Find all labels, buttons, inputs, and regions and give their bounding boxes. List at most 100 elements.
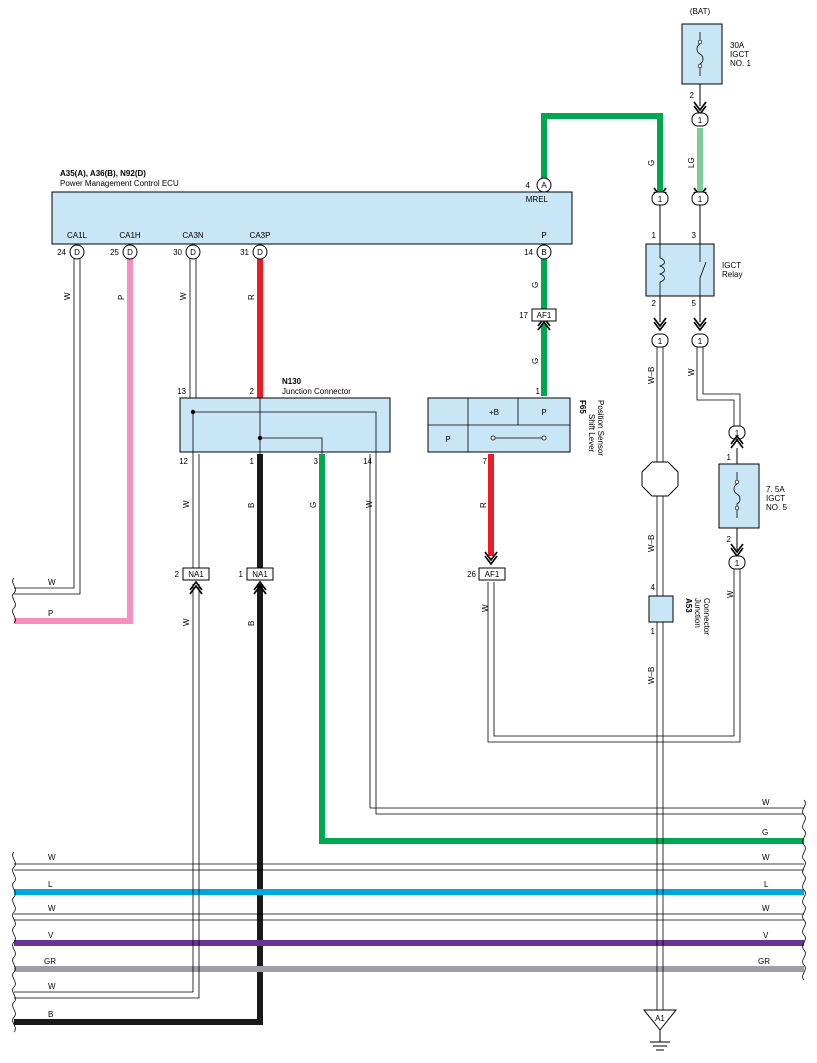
splice-octagon: [641, 461, 679, 497]
ground-label: A1: [655, 1014, 665, 1023]
n130-pin-2: 2: [250, 387, 255, 396]
wire-label: V: [48, 931, 54, 940]
wb-line-components: 4 1 A53 Junction Connector A1: [641, 461, 711, 1051]
a53-name2: Connector: [702, 598, 711, 635]
f65-component: +B P P 1 7 F65 Shift Lever Position Sens…: [427, 387, 605, 466]
wire-label: W: [726, 590, 735, 598]
wire-label: GR: [758, 957, 770, 966]
wire-label: W–B: [647, 367, 656, 384]
na1-right-connector: [246, 567, 274, 581]
bat-fuse-component: (BAT) 30A IGCT NO. 1 2 1: [681, 7, 751, 127]
f65-id: F65: [578, 400, 587, 414]
wire-label: W: [762, 904, 770, 913]
ecu-pin-label-p: P: [541, 231, 546, 240]
n130-box: [179, 397, 391, 453]
wire-label: W: [48, 904, 56, 913]
af1-top-name: AF1: [537, 311, 552, 320]
n130-pin-3: 3: [314, 457, 319, 466]
bat-fuse-pin: 2: [690, 91, 695, 100]
wire-label: L: [48, 880, 53, 889]
ecu-pin-circle: [69, 244, 85, 260]
wire-label: R: [479, 502, 488, 508]
na1-right-num: 1: [239, 570, 244, 579]
af1-bottom-num: 26: [467, 570, 476, 579]
wire-label: W: [48, 578, 56, 587]
a53-box: [648, 595, 674, 623]
continuation-marks: [12, 577, 806, 1033]
n130-pin-14: 14: [363, 457, 372, 466]
f65-name1: Shift Lever: [587, 414, 596, 453]
fuse2-name: IGCT: [766, 494, 785, 503]
relay-name1: IGCT: [722, 261, 741, 270]
wire-label: P: [48, 609, 53, 618]
ring-connector-label: 1: [658, 337, 663, 346]
ecu-pin-label-ca3n: CA3N: [182, 231, 204, 240]
f65-cell-p-left: P: [445, 435, 450, 444]
wire-green-mrel[interactable]: [541, 113, 663, 192]
igct-relay-component: 1 3 2 5 IGCT Relay 1 1: [645, 231, 742, 348]
f65-name2: Position Sensor: [596, 400, 605, 456]
ecu-subtitle: Power Management Control ECU: [60, 179, 179, 188]
ring-connector: [728, 555, 746, 570]
ecu-top-pin-num: 4: [526, 181, 531, 190]
ecu-pin-circle: [536, 244, 552, 260]
ecu-pin-num: 31: [240, 248, 249, 257]
ecu-pin-circle: [252, 244, 268, 260]
ring-connector-label: 1: [735, 429, 740, 438]
ecu-top-pin-letter: A: [541, 181, 547, 190]
wire-label: V: [763, 931, 769, 940]
ring-connector-label: 1: [658, 195, 663, 204]
relay-pin-5: 5: [692, 299, 697, 308]
ecu-pin-label-ca1l: CA1L: [67, 231, 88, 240]
ecu-box: [51, 191, 573, 245]
wire-label: W: [63, 292, 72, 300]
ring-connector-label: 1: [698, 337, 703, 346]
n130-pin-13: 13: [177, 387, 186, 396]
n130-pin-1: 1: [250, 457, 255, 466]
fuse2-rating: 7. 5A: [766, 485, 785, 494]
f65-pin-7: 7: [483, 457, 488, 466]
wire-pink-ca1h[interactable]: [14, 258, 133, 624]
ring-connector-label: 1: [698, 116, 703, 125]
wire-label: L: [764, 880, 769, 889]
ecu-pin-label-ca1h: CA1H: [119, 231, 141, 240]
bat-fuse-box: [681, 23, 723, 85]
ecu-pin-letter: D: [257, 248, 263, 257]
n130-name: Junction Connector: [282, 387, 351, 396]
af1-bottom-name: AF1: [485, 570, 500, 579]
wire-black-b2[interactable]: [14, 584, 263, 1025]
wire-green-g[interactable]: [319, 454, 804, 844]
ecu-pin-letter: D: [190, 248, 196, 257]
ecu-component: A35(A), A36(B), N92(D) Power Management …: [51, 169, 573, 260]
af1-top-num: 17: [519, 311, 528, 320]
na1-left-connector: [182, 567, 210, 581]
ecu-top-pin-circle: [536, 177, 552, 193]
wire-label: P: [117, 295, 126, 300]
wire-label: W: [762, 853, 770, 862]
wire-label: W: [687, 368, 696, 376]
wire-label: B: [48, 1010, 53, 1019]
a53-id: A53: [684, 598, 693, 613]
ecu-pin-letter: D: [127, 248, 133, 257]
ring-connector: [691, 333, 709, 348]
relay-box: [645, 243, 715, 297]
bat-fuse-name: IGCT: [730, 50, 749, 59]
ecu-mrel-label: MREL: [526, 195, 549, 204]
relay-top-connectors: 1 1: [651, 187, 709, 244]
fuse2-component: 1 1 7. 5A IGCT NO. 5 2 1: [718, 425, 787, 570]
af1-top-connector: [531, 308, 557, 322]
wire-label: W: [48, 982, 56, 991]
bat-fuse-rating: 30A: [730, 41, 745, 50]
af1-bottom-connector: [478, 567, 506, 581]
wire-label: W: [365, 500, 374, 508]
a53-name1: Junction: [693, 598, 702, 628]
wire-label: W–B: [647, 667, 656, 684]
ecu-title: A35(A), A36(B), N92(D): [60, 169, 146, 178]
n130-pin-12: 12: [179, 457, 188, 466]
fuse2-pin-1: 1: [727, 453, 732, 462]
wire-label: GR: [44, 957, 56, 966]
ecu-pin-num: 25: [110, 248, 119, 257]
f65-cell-plusb: +B: [489, 408, 499, 417]
wire-label: W: [481, 604, 490, 612]
